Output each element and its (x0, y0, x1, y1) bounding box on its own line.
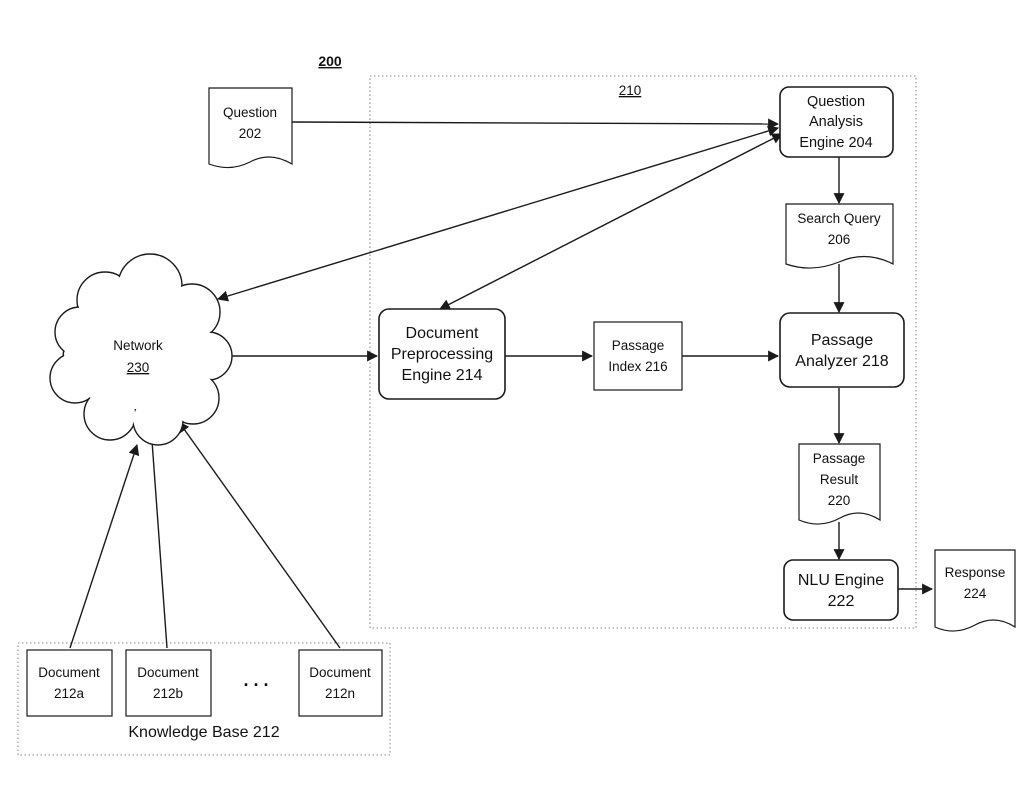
passage-result-label-2: Result (820, 472, 859, 487)
edge-doc-a-to-network (69, 443, 140, 649)
passage-analyzer-label-2: Analyzer 218 (795, 353, 888, 370)
qae-label-2: Analysis (809, 114, 863, 130)
edge-doc-n-to-network (178, 421, 341, 649)
document-212b-label: Document (137, 665, 199, 680)
passage-result-document: Passage Result 220 (798, 443, 881, 525)
passage-result-number: 220 (828, 493, 851, 508)
question-number: 202 (239, 126, 262, 141)
document-212a-label: Document (38, 665, 100, 680)
search-query-label: Search Query (797, 211, 881, 226)
edge-dpe-qae (439, 133, 783, 310)
question-document: Question 202 (208, 87, 293, 169)
document-212n-label: Document (309, 665, 371, 680)
nlu-engine-label: NLU Engine (798, 572, 884, 589)
figure-number: 200 (318, 53, 342, 69)
question-label: Question (223, 105, 277, 120)
response-label: Response (945, 565, 1006, 580)
document-212n-box: Document 212n (298, 649, 383, 717)
document-212n-number: 212n (325, 686, 355, 701)
document-212b-number: 212b (153, 686, 183, 701)
search-query-number: 206 (828, 232, 851, 247)
dpe-label-1: Document (406, 325, 479, 342)
passage-index-box: Passage Index 216 (593, 321, 683, 391)
network-label: Network (113, 338, 163, 353)
edge-question-to-qae (291, 118, 780, 130)
document-212b-box: Document 212b (125, 649, 212, 717)
passage-index-number: Index 216 (608, 359, 667, 374)
network-ref: 230 (127, 360, 150, 375)
edge-network-qae (216, 125, 780, 302)
response-document: Response 224 (934, 549, 1016, 632)
dpe-label-3: Engine 214 (402, 367, 483, 384)
document-212a-number: 212a (54, 686, 85, 701)
dpe-label-2: Preprocessing (391, 346, 493, 363)
passage-analyzer-label-1: Passage (811, 332, 873, 349)
document-212a-box: Document 212a (26, 649, 113, 717)
response-number: 224 (964, 586, 987, 601)
document-preprocessing-engine-box: Document Preprocessing Engine 214 (378, 308, 506, 400)
question-analysis-engine-box: Question Analysis Engine 204 (779, 86, 894, 158)
passage-index-label: Passage (612, 338, 665, 353)
passage-result-label: Passage (813, 451, 866, 466)
nlu-engine-number: 222 (828, 593, 855, 610)
edge-doc-b-to-network (146, 425, 168, 649)
qae-label-3: Engine 204 (799, 135, 872, 151)
knowledge-base-label: Knowledge Base 212 (128, 724, 279, 741)
nlu-engine-box: NLU Engine 222 (783, 559, 899, 621)
network-cloud: Network 230 (49, 253, 233, 446)
search-query-document: Search Query 206 (785, 203, 894, 269)
documents-ellipsis: . . . (243, 670, 268, 690)
knowledge-base-container (17, 642, 391, 756)
qae-label-1: Question (807, 94, 865, 110)
passage-analyzer-box: Passage Analyzer 218 (779, 312, 905, 388)
system-container-label: 210 (619, 83, 642, 98)
